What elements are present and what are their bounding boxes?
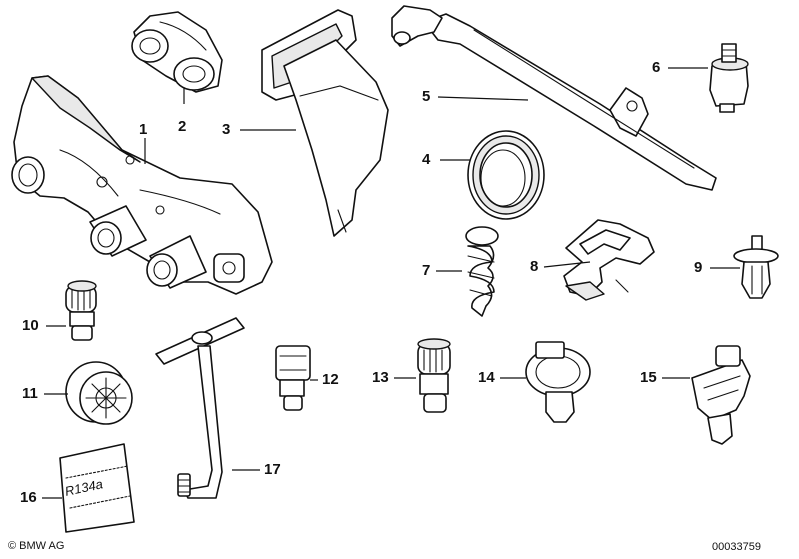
copyright-text: © BMW AG xyxy=(8,540,65,552)
part-2-grommet xyxy=(131,11,223,93)
callout-11: 11 xyxy=(22,385,38,402)
callout-5: 5 xyxy=(422,88,431,105)
callout-14: 14 xyxy=(478,369,495,386)
callout-13: 13 xyxy=(372,369,389,386)
part-3-duct xyxy=(261,9,389,237)
callout-15: 15 xyxy=(640,369,657,386)
callout-4: 4 xyxy=(422,151,431,168)
part-11-grommet xyxy=(65,361,133,425)
part-6-mount xyxy=(709,43,749,113)
part-13-valve-fitting xyxy=(417,338,451,413)
callout-7: 7 xyxy=(422,262,431,279)
part-7-spiral-clip xyxy=(465,226,499,317)
part-1-bracket xyxy=(11,75,273,295)
part-15-cable-clip xyxy=(691,345,751,445)
callout-9: 9 xyxy=(694,259,703,276)
part-5-hose xyxy=(391,5,717,191)
callout-17: 17 xyxy=(264,461,281,478)
part-4-seal xyxy=(467,130,545,220)
leader-lines xyxy=(42,67,740,499)
callout-2: 2 xyxy=(178,118,187,135)
callout-1: 1 xyxy=(139,121,148,138)
part-8-bracket-clip xyxy=(563,219,655,301)
callout-16: 16 xyxy=(20,489,37,506)
part-12-pressure-switch xyxy=(275,345,311,411)
part-9-push-rivet xyxy=(733,235,779,299)
diagram-number: 00033759 xyxy=(712,541,761,553)
part-17-bracket-rod xyxy=(155,317,245,499)
callout-6: 6 xyxy=(652,59,661,76)
part-14-hose-clamp xyxy=(525,341,591,423)
callout-12: 12 xyxy=(322,371,339,388)
callout-3: 3 xyxy=(222,121,231,138)
part-10-fitting xyxy=(65,280,97,341)
callout-8: 8 xyxy=(530,258,539,275)
callout-10: 10 xyxy=(22,317,39,334)
part-16-label-sticker xyxy=(59,443,135,533)
